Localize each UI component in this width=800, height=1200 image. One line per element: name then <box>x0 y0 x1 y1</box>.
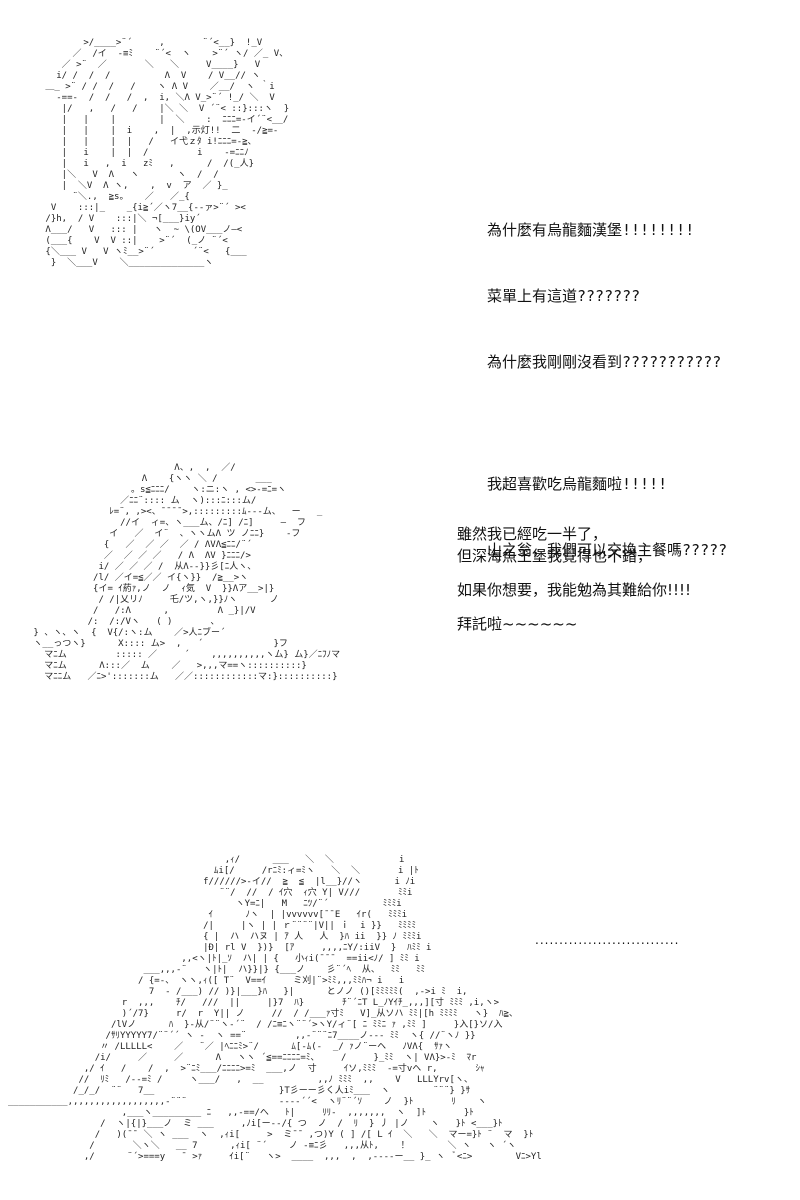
dialogue-1-line-2: 菜單上有這道??????? <box>487 287 641 305</box>
dialogue-1-line-6: 山之翁，我們可以交換主餐嗎????? <box>487 541 728 559</box>
dialogue-1-gap <box>487 417 727 429</box>
dialogue-2-line-2: 但深海魚王堡我覺得也不錯， <box>457 547 653 565</box>
panel-2: Λ、, , ／/ Λ {ヽヽ ＼ / ___ 。s≦ﾆﾆﾆ/ ヽ:ニ:ヽ , <… <box>0 455 800 825</box>
dialogue-1-line-5: 我超喜歡吃烏龍麵啦!!!!! <box>487 475 668 493</box>
dialogue-2-gap-1 <box>457 567 691 579</box>
panel-3: ,ｨ/ ___ ＼ ＼ i ﾑi[/ /rﾆﾐ:ィ=ﾐヽ ＼ ＼ i |ﾄ f/… <box>0 845 800 1200</box>
dialogue-2-line-4: 如果你想要，我能勉為其難給你!!!! <box>457 581 692 599</box>
dialogue-1: 為什麼有烏龍麵漢堡!!!!!!!! 菜單上有這道??????? 為什麼我剛剛沒看… <box>487 175 727 583</box>
ellipsis-text: .............................. <box>535 933 680 947</box>
ascii-art-character-3: ,ｨ/ ___ ＼ ＼ i ﾑi[/ /rﾆﾐ:ィ=ﾐヽ ＼ ＼ i |ﾄ f/… <box>8 855 542 1162</box>
dialogue-2-gap-2 <box>457 601 691 613</box>
dialogue-2: 雖然我已經吃一半了， 但深海魚王堡我覺得也不錯， 如果你想要，我能勉為其難給你!… <box>457 523 691 635</box>
ascii-art-character-2: Λ、, , ／/ Λ {ヽヽ ＼ / ___ 。s≦ﾆﾆﾆ/ ヽ:ニ:ヽ , <… <box>33 463 341 682</box>
panel-1: >/____>¨´ , ¨´<__} !_V ／ /イ -≡ﾐ ¨´< ヽ >¨… <box>0 20 800 559</box>
dialogue-2-line-1: 雖然我已經吃一半了， <box>457 525 608 543</box>
dialogue-1-line-3: 為什麼我剛剛沒看到??????????? <box>487 353 722 371</box>
ascii-art-character-1: >/____>¨´ , ¨´<__} !_V ／ /イ -≡ﾐ ¨´< ヽ >¨… <box>40 38 727 559</box>
dialogue-2-line-6: 拜託啦~~~~~~ <box>457 615 578 633</box>
dialogue-1-line-1: 為什麼有烏龍麵漢堡!!!!!!!! <box>487 221 695 239</box>
